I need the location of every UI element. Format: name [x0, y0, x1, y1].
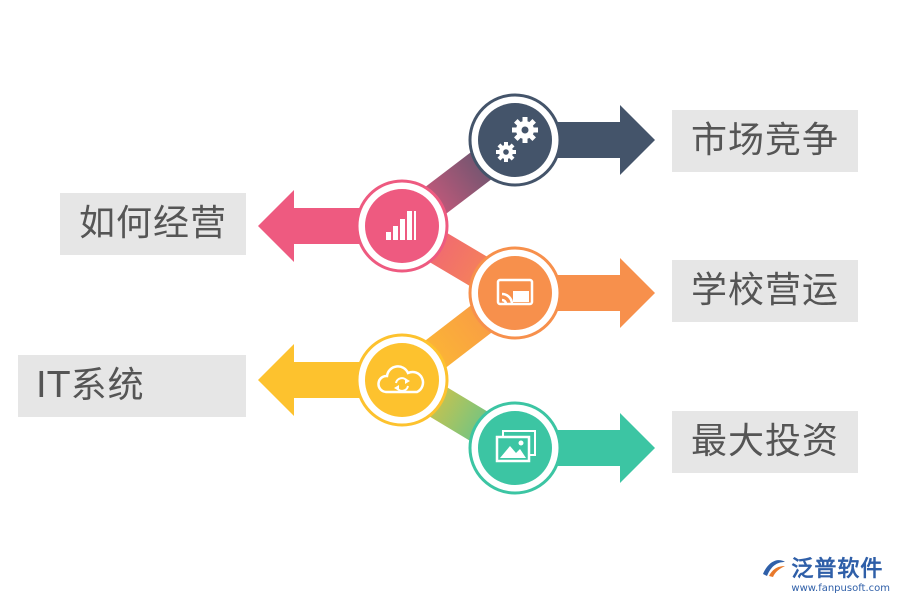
label-it-system: IT系统 [18, 355, 246, 417]
label-how-to-operate: 如何经营 [60, 193, 246, 255]
node-0 [468, 93, 562, 187]
gears-icon [496, 117, 538, 162]
brand-logo: 泛普软件 www.fanpusoft.com [761, 551, 890, 594]
brand-url: www.fanpusoft.com [791, 583, 890, 594]
node-2 [468, 246, 562, 340]
label-market-competition: 市场竞争 [672, 110, 858, 172]
screen-cast-icon [496, 278, 534, 306]
node-4 [468, 401, 562, 495]
label-school-operation: 学校营运 [672, 260, 858, 322]
label-biggest-investment: 最大投资 [672, 411, 858, 473]
cloud-sync-icon [377, 365, 425, 394]
node-3 [355, 333, 449, 427]
brand-name: 泛普软件 [791, 557, 884, 582]
node-1 [355, 179, 449, 273]
bar-signal-icon [386, 211, 416, 240]
brand-swoosh-icon [763, 560, 786, 577]
image-gallery-icon [495, 430, 536, 463]
